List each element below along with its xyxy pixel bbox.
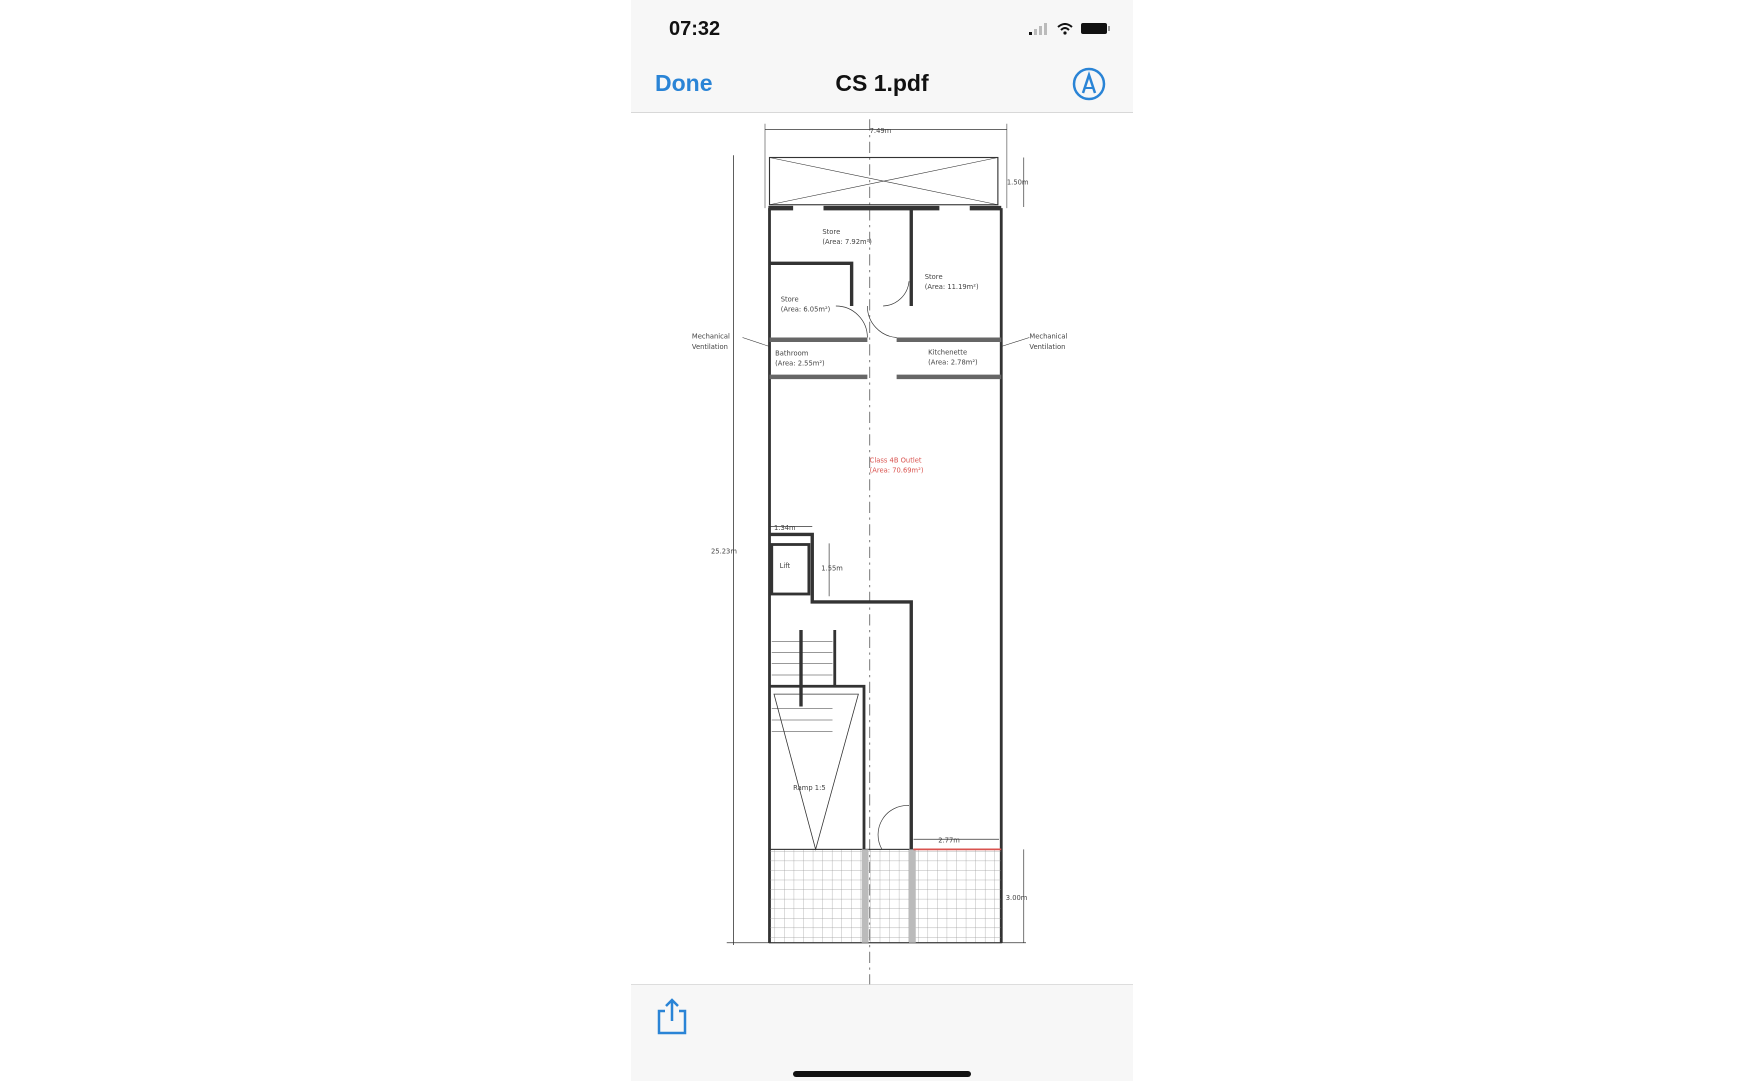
status-time: 07:32: [669, 18, 721, 40]
home-indicator: [793, 1071, 971, 1077]
document-title: CS 1.pdf: [835, 70, 929, 96]
bottom-toolbar: [631, 984, 1133, 1081]
markup-pen-icon[interactable]: [1071, 66, 1107, 102]
share-icon[interactable]: [655, 997, 689, 1037]
pdf-viewer: 07:32 Done CS 1.pdf: [631, 0, 1133, 1081]
wifi-icon: [1057, 22, 1073, 35]
battery-icon: [1081, 23, 1110, 34]
top-bar: 07:32 Done CS 1.pdf: [631, 0, 1133, 113]
signal-icon: [1029, 22, 1047, 35]
done-button[interactable]: Done: [655, 70, 713, 96]
status-icons: [1029, 22, 1111, 35]
